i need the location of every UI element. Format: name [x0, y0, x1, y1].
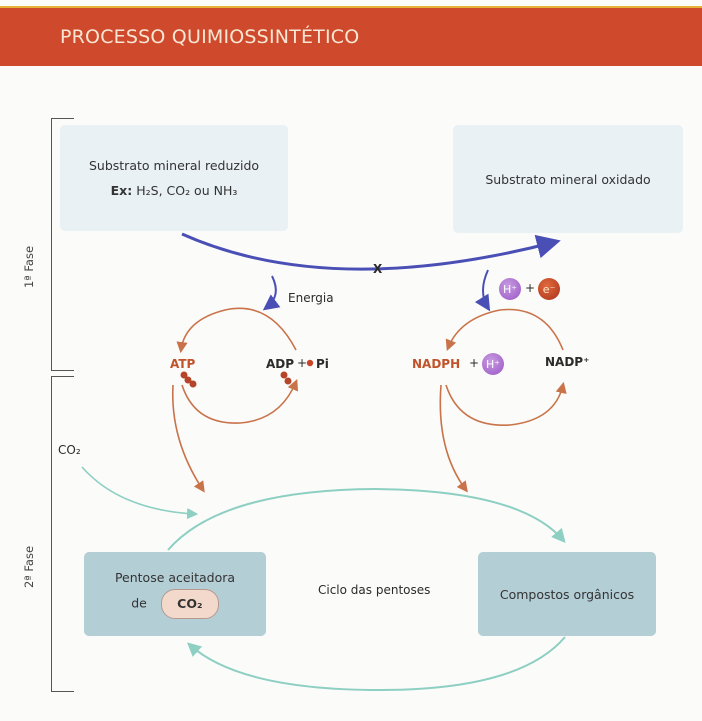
oxidation-arrow	[181, 232, 561, 271]
reduced-substrate-box: Substrato mineral reduzido Ex: H₂S, CO₂ …	[60, 125, 288, 231]
nadph-to-cycle-arrow	[439, 384, 468, 493]
organic-compounds-box: Compostos orgânicos	[478, 552, 656, 636]
pi-phosphate-icon	[306, 359, 314, 367]
co2-molecule-icon: CO₂	[160, 588, 219, 619]
example-text: H₂S, CO₂ ou NH₃	[136, 183, 238, 198]
energy-branch-arrow	[262, 275, 281, 311]
nadph-label: NADPH	[412, 357, 461, 371]
cycle-bottom-arrow	[187, 636, 566, 692]
reduced-substrate-title: Substrato mineral reduzido	[88, 158, 260, 173]
co2-input-arrow	[81, 466, 199, 520]
pentose-de: de	[131, 595, 147, 610]
reaction-x-label: X	[373, 262, 383, 276]
pentose-cycle-label: Ciclo das pentoses	[318, 583, 431, 597]
proton-icon: H⁺	[499, 278, 521, 300]
nadph-plus-sign: +	[469, 356, 480, 370]
phase-1-bracket	[51, 118, 74, 371]
nadp-label: NADP⁺	[545, 355, 590, 369]
co2-input-label: CO₂	[58, 443, 81, 457]
atp-label: ATP	[170, 357, 196, 371]
adp-label: ADP	[266, 357, 295, 371]
pentose-line1: Pentose aceitadora	[114, 569, 236, 585]
adp-to-atp-arrow	[176, 307, 297, 354]
header-banner: PROCESSO QUIMIOSSINTÉTICO	[0, 6, 702, 66]
adp-plus-sign: +	[297, 356, 308, 370]
nadph-proton-icon: H⁺	[482, 353, 504, 375]
energy-label: Energia	[288, 291, 334, 305]
electron-icon: e⁻	[538, 278, 560, 300]
atp-to-cycle-arrow	[171, 384, 205, 493]
adp-phosphate-icon	[280, 371, 292, 385]
oxidized-substrate-title: Substrato mineral oxidado	[485, 171, 651, 187]
phase-2-bracket	[51, 376, 74, 692]
nadph-to-nadp-arrow	[445, 381, 567, 426]
pentose-acceptor-box: Pentose aceitadora de CO₂	[84, 552, 266, 636]
plus-sign: +	[525, 281, 536, 295]
atp-to-adp-arrow	[181, 379, 299, 424]
nadp-to-nadph-arrow	[445, 308, 564, 351]
pentose-line2: de CO₂	[131, 588, 219, 619]
reduced-substrate-example: Ex: H₂S, CO₂ ou NH₃	[111, 183, 238, 198]
cycle-top-arrow	[167, 487, 566, 551]
pi-label: Pi	[316, 357, 329, 371]
organic-compounds-title: Compostos orgânicos	[499, 586, 635, 602]
oxidized-substrate-box: Substrato mineral oxidado	[453, 125, 683, 233]
electron-branch-arrow	[474, 269, 491, 312]
atp-phosphate-icon	[180, 371, 197, 388]
page-title: PROCESSO QUIMIOSSINTÉTICO	[60, 26, 360, 48]
example-prefix: Ex:	[110, 183, 133, 198]
